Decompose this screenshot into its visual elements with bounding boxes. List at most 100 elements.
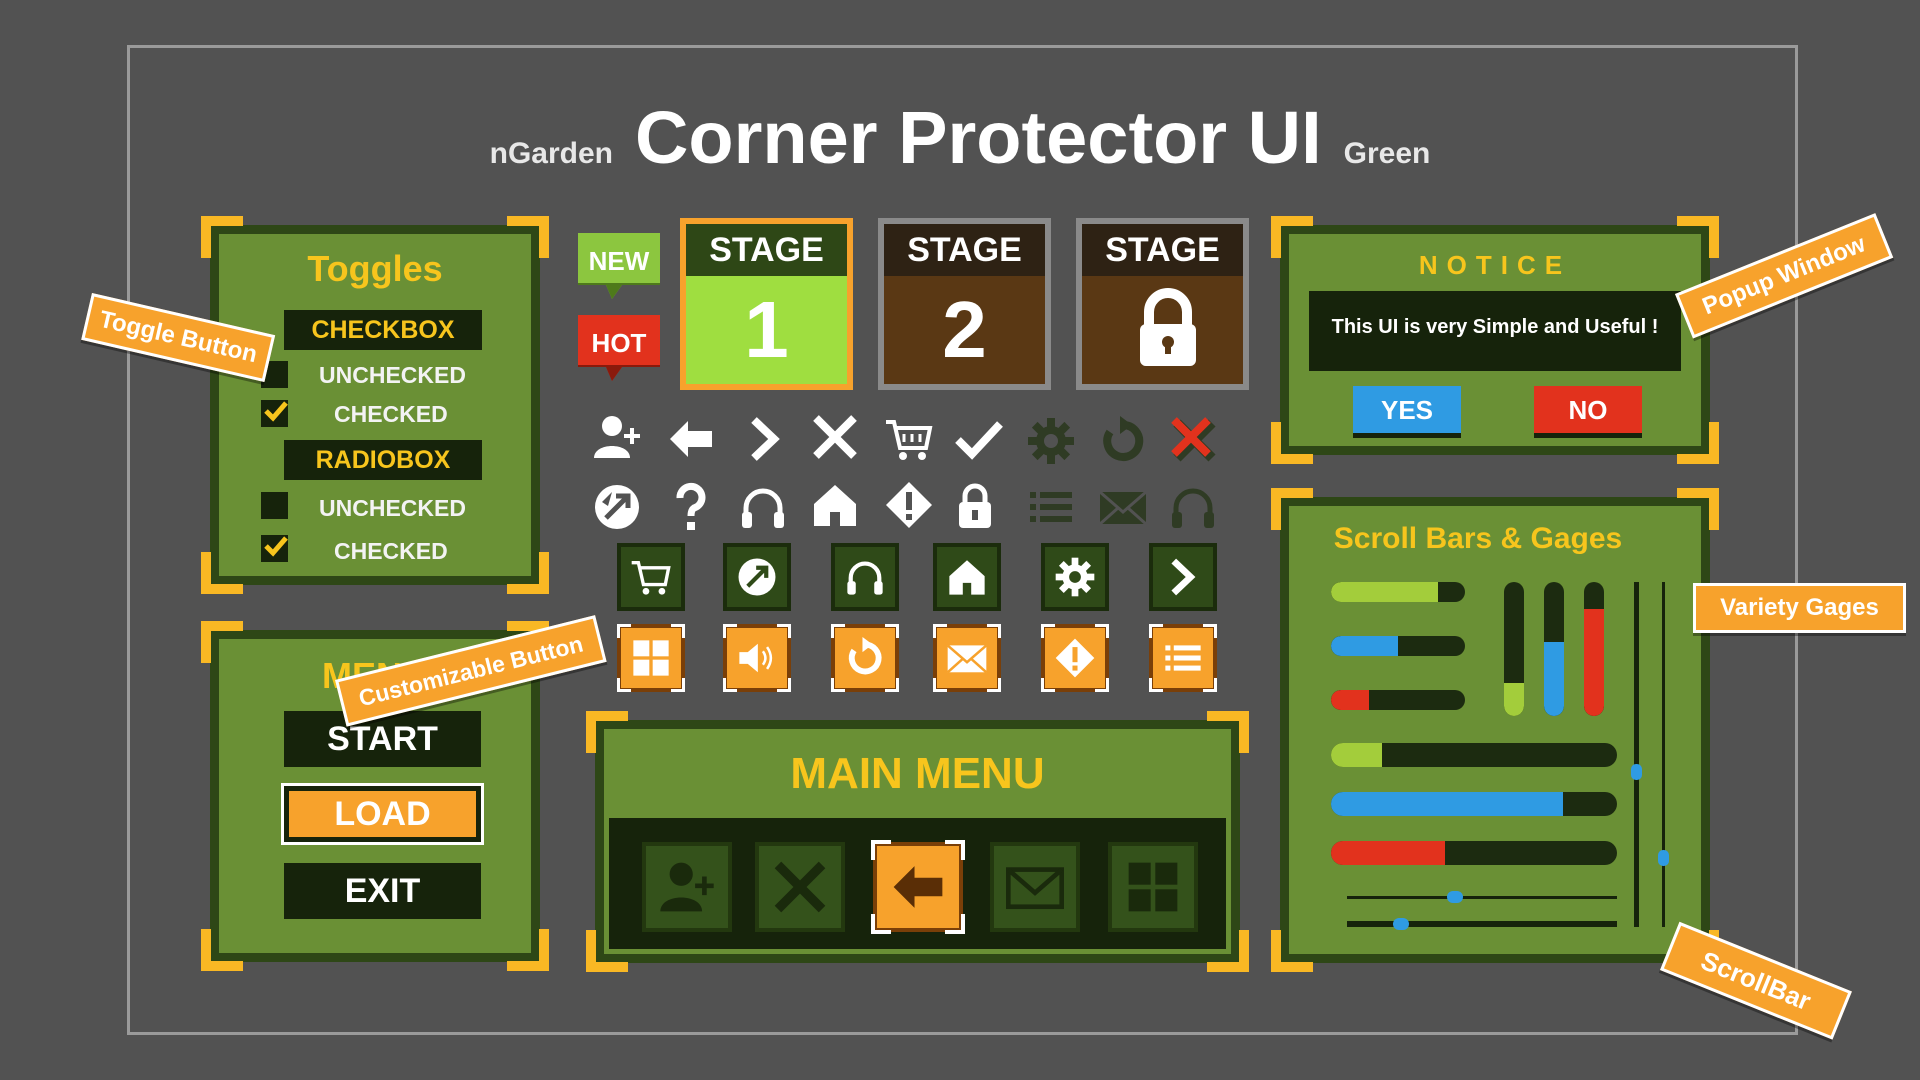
chevron-right-icon[interactable] <box>740 414 790 464</box>
corner-protector <box>507 929 549 971</box>
home-icon <box>949 560 985 595</box>
horizontal-scrollbar-track[interactable] <box>1347 891 1617 903</box>
stage-1-button[interactable]: STAGE 1 <box>680 218 853 390</box>
toggles-panel: Toggles CHECKBOX UNCHECKED CHECKED RADIO… <box>201 216 549 594</box>
sound-button[interactable] <box>723 624 791 692</box>
refresh-icon[interactable] <box>1098 416 1148 466</box>
corner-protector <box>1677 422 1719 464</box>
main-menu-grid-button[interactable] <box>1108 842 1198 932</box>
gauge-small-blue <box>1331 636 1465 656</box>
brand-label: nGarden <box>489 137 613 170</box>
vertical-scrollbar-thumb[interactable] <box>1631 763 1642 780</box>
grid-icon <box>633 640 669 676</box>
main-menu-add-user-button[interactable] <box>642 842 732 932</box>
list-icon[interactable] <box>1026 482 1076 532</box>
toggles-title: Toggles <box>307 248 443 289</box>
headphones-button[interactable] <box>831 543 899 611</box>
home-icon[interactable] <box>810 480 860 530</box>
question-icon[interactable] <box>666 482 716 532</box>
corner-protector <box>201 552 243 594</box>
vertical-scrollbar-track[interactable] <box>1658 582 1669 927</box>
globe-button[interactable] <box>723 543 791 611</box>
check-icon <box>264 536 288 557</box>
main-menu-mail-button[interactable] <box>990 842 1080 932</box>
vertical-gauge-green <box>1504 582 1524 716</box>
gear-button[interactable] <box>1041 543 1109 611</box>
gear-icon[interactable] <box>1026 416 1076 466</box>
main-menu-close-button[interactable] <box>755 842 845 932</box>
vertical-gauge-red <box>1584 582 1604 716</box>
notice-title: NOTICE <box>1418 250 1572 280</box>
load-button[interactable]: LOAD <box>284 786 481 842</box>
speech-bubble-icon <box>578 315 660 381</box>
main-menu-back-button[interactable] <box>871 840 965 934</box>
hot-badge-label: HOT <box>591 328 647 358</box>
checkbox-unchecked-label: UNCHECKED <box>319 362 466 388</box>
stage-1-label: STAGE <box>686 224 847 276</box>
horizontal-scrollbar-track[interactable] <box>1347 918 1617 930</box>
horizontal-scrollbar-thumb[interactable] <box>1447 891 1463 903</box>
corner-protector <box>201 216 243 258</box>
globe-icon[interactable] <box>592 482 642 532</box>
lock-icon[interactable] <box>950 480 1000 530</box>
grid-icon <box>1128 862 1178 912</box>
grid-button[interactable] <box>617 624 685 692</box>
stage-1-number: 1 <box>744 285 789 374</box>
radio-checked[interactable] <box>261 535 288 562</box>
chevron-right-icon <box>1171 558 1196 596</box>
list-icon <box>1165 645 1201 671</box>
yes-button[interactable]: YES <box>1353 386 1461 438</box>
vertical-scrollbar-thumb[interactable] <box>1658 850 1669 866</box>
checkbox-checked[interactable] <box>261 400 288 427</box>
list-button[interactable] <box>1149 624 1217 692</box>
gauge-fill <box>1331 792 1563 816</box>
headphones-dark-icon[interactable] <box>1168 482 1218 532</box>
gauge-fill <box>1584 608 1604 716</box>
checkbox-header: CHECKBOX <box>284 310 482 350</box>
corner-protector <box>1677 488 1719 530</box>
no-button[interactable]: NO <box>1534 386 1642 438</box>
cart-button[interactable] <box>617 543 685 611</box>
headphones-icon[interactable] <box>738 482 788 532</box>
horizontal-scrollbar-thumb[interactable] <box>1393 918 1409 930</box>
corner-protector <box>201 621 243 663</box>
warning-button[interactable] <box>1041 624 1109 692</box>
stage-2-button[interactable]: STAGE 2 <box>878 218 1051 390</box>
close-icon <box>774 861 826 913</box>
check-icon <box>264 401 288 422</box>
corner-protector <box>1271 422 1313 464</box>
corner-protector <box>1271 930 1313 972</box>
checkbox-checked-label: CHECKED <box>334 401 448 427</box>
stage-2-number: 2 <box>942 285 987 374</box>
notice-popup: NOTICE This UI is very Simple and Useful… <box>1271 216 1719 464</box>
refresh-button[interactable] <box>831 624 899 692</box>
exit-button[interactable]: EXIT <box>284 863 481 919</box>
gauge-small-red <box>1331 690 1465 710</box>
lock-icon <box>1140 288 1196 366</box>
mail-icon <box>1006 867 1064 910</box>
scroll-gages-title: Scroll Bars & Gages <box>1333 522 1623 555</box>
start-button[interactable]: START <box>284 711 481 767</box>
vertical-scrollbar-track[interactable] <box>1631 582 1642 927</box>
red-x-icon[interactable] <box>1168 414 1218 464</box>
stage-3-locked[interactable]: STAGE <box>1076 218 1249 390</box>
mail-icon <box>946 644 988 674</box>
close-icon[interactable] <box>810 412 860 462</box>
gauge-fill <box>1331 743 1383 767</box>
corner-protector <box>1207 930 1249 972</box>
next-button[interactable] <box>1149 543 1217 611</box>
corner-protector <box>1271 488 1313 530</box>
radio-unchecked[interactable] <box>261 492 288 519</box>
cart-icon[interactable] <box>884 414 934 464</box>
check-icon[interactable] <box>954 414 1004 464</box>
speech-bubble-icon <box>578 233 660 299</box>
radiobox-header: RADIOBOX <box>284 440 482 480</box>
warning-diamond-icon[interactable] <box>884 480 934 530</box>
mail-button[interactable] <box>933 624 1001 692</box>
home-button[interactable] <box>933 543 1001 611</box>
arrow-left-icon[interactable] <box>666 414 716 464</box>
add-user-icon[interactable] <box>592 412 642 462</box>
mail-icon[interactable] <box>1098 482 1148 532</box>
gauge-small-green <box>1331 582 1465 602</box>
gauge-wide-blue <box>1331 792 1617 816</box>
